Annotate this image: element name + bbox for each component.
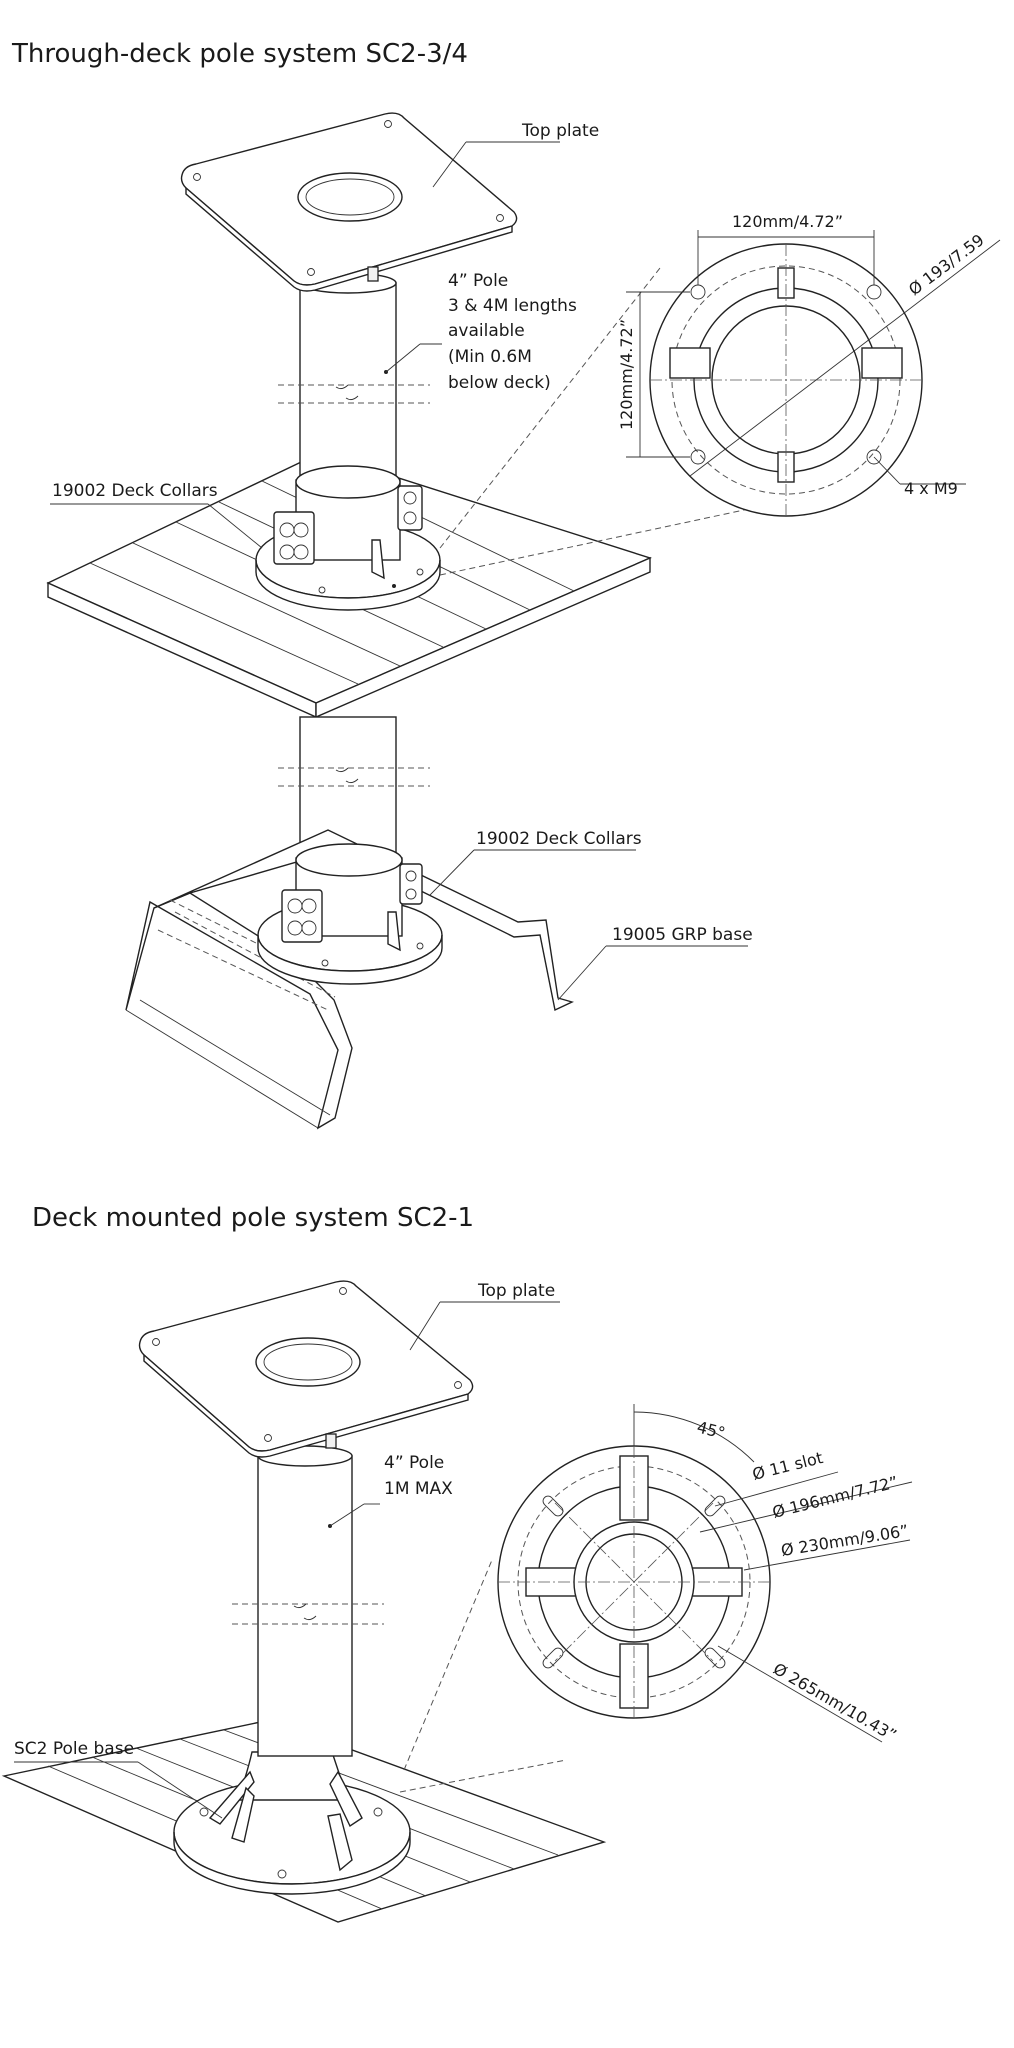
label-deck-collars-upper: 19002 Deck Collars [52,481,218,501]
dim-width-120mm: 120mm/4.72” [732,212,843,231]
dim-height-120mm: 120mm/4.72” [617,319,636,430]
label-pole-1-line1: 4” Pole [448,271,508,291]
dim-diameter-193: Ø 193/7.59 [905,230,988,299]
label-grp-base: 19005 GRP base [612,925,753,945]
dim-diameter-265: Ø 265mm/10.43” [770,1659,900,1745]
section2-title: Deck mounted pole system SC2-1 [32,1203,474,1233]
upper-pole-illustration [278,272,430,484]
sc2-pole-base-illustration [173,1751,411,1895]
lower-deck-collar-illustration [257,843,443,985]
dim-diameter-196: Ø 196mm/7.72” [770,1472,899,1522]
dim-diameter-230: Ø 230mm/9.06” [780,1521,910,1560]
label-pole-1-line3: available [448,321,525,341]
upper-deck-collar-illustration [255,465,441,611]
label-sc2-pole-base: SC2 Pole base [14,1739,134,1759]
top-plate-2-illustration [138,1280,474,1458]
label-top-plate-2: Top plate [477,1281,555,1301]
grp-base-illustration [125,829,574,1130]
section1-title: Through-deck pole system SC2-3/4 [11,39,468,69]
dim-bolts-m9: 4 x M9 [904,479,958,498]
label-deck-collars-lower: 19002 Deck Collars [476,829,642,849]
label-pole-1-line2: 3 & 4M lengths [448,296,577,316]
label-pole-1-line5: below deck) [448,373,551,393]
label-top-plate-1: Top plate [521,121,599,141]
section1-leaders [50,141,748,1001]
section2-leaders [14,1301,560,1819]
label-pole-1-line4: (Min 0.6M [448,347,532,367]
deck-collar-plan-view [439,230,1001,576]
top-plate-1-illustration [180,112,518,292]
pole-2-illustration [232,1445,384,1757]
label-pole-2-line2: 1M MAX [384,1479,453,1499]
pole-base-plan-view [399,1404,913,1793]
dim-angle-45: 45° [695,1417,727,1442]
label-pole-2-line1: 4” Pole [384,1453,444,1473]
lower-pole-illustration [278,716,430,863]
